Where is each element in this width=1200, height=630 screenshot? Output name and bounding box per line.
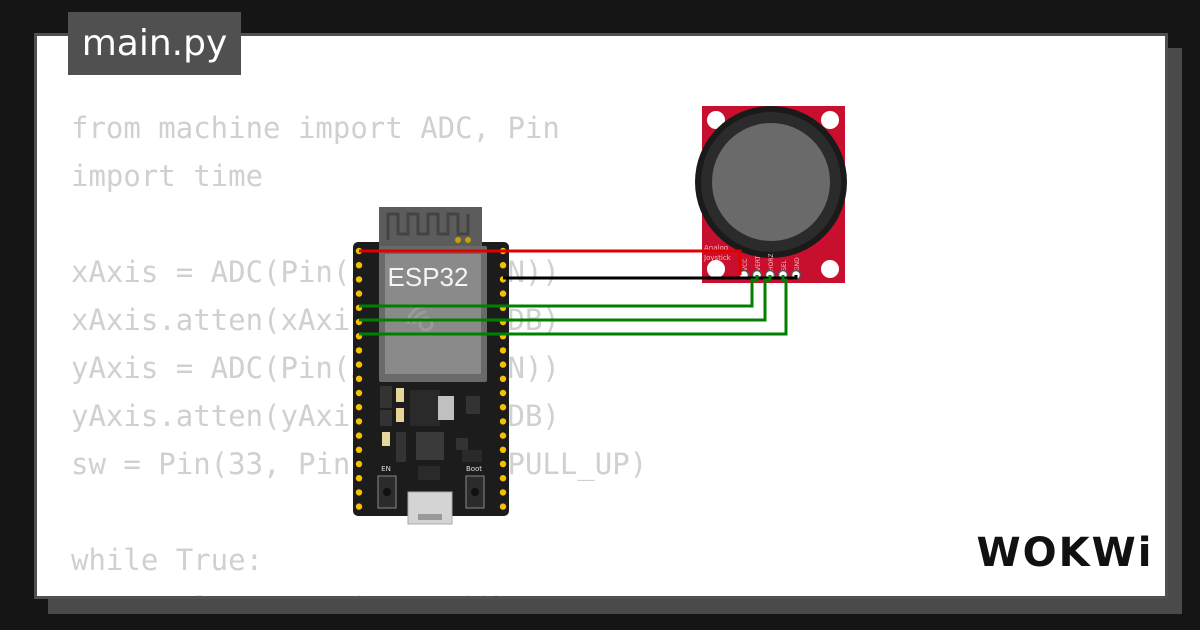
header-pin	[499, 375, 507, 382]
header-pin	[499, 432, 507, 439]
header-pin	[499, 361, 507, 368]
joystick-title-2: Joystick	[703, 254, 732, 262]
joystick-knob[interactable]	[712, 123, 830, 241]
file-tab[interactable]: main.py	[68, 12, 241, 75]
header-pin	[499, 262, 507, 269]
boot-button[interactable]	[465, 475, 485, 509]
header-pin	[355, 347, 363, 354]
wire-gnd	[503, 275, 798, 280]
svg-text:SEL: SEL	[781, 259, 788, 271]
joystick-title-1: Analog	[704, 244, 728, 252]
header-pin	[499, 446, 507, 453]
esp32-label: ESP32	[388, 262, 469, 292]
wires	[359, 249, 798, 336]
en-button[interactable]	[377, 475, 397, 509]
header-pin	[355, 489, 363, 496]
header-pin	[355, 503, 363, 510]
svg-text:HORZ: HORZ	[768, 253, 775, 271]
header-pin	[355, 475, 363, 482]
header-pin	[355, 290, 363, 297]
esp32-board[interactable]: ESP32 EN Boot	[353, 207, 509, 525]
usb-chip	[416, 432, 444, 460]
header-pin	[355, 361, 363, 368]
header-pin	[499, 418, 507, 425]
usb-port	[407, 491, 453, 525]
wire-vcc	[359, 249, 742, 275]
header-pin	[355, 389, 363, 397]
svg-text:VCC: VCC	[742, 259, 749, 271]
joystick-module[interactable]: Analog Joystick VCC VERT HORZ SEL GND	[695, 106, 847, 283]
header-pin	[499, 404, 507, 411]
header-pin	[499, 290, 507, 297]
header-pin	[355, 276, 363, 283]
header-pin	[355, 432, 363, 439]
antenna-trace	[386, 212, 470, 240]
right-pin-header	[499, 247, 507, 510]
header-pin	[499, 489, 507, 496]
header-pin	[499, 475, 507, 482]
preview-card: from machine import ADC, Pin import time x…	[34, 33, 1168, 599]
header-pin	[499, 503, 507, 510]
header-pin	[355, 375, 363, 382]
header-pin	[355, 460, 363, 468]
wokwi-logo: WOKWi	[977, 530, 1154, 576]
wire-sel	[359, 275, 788, 336]
svg-text:GND: GND	[794, 257, 801, 271]
header-pin	[499, 389, 507, 397]
en-label: EN	[381, 465, 391, 473]
wire-horz	[359, 275, 772, 322]
code-line: xValue = xAxis.read()	[71, 584, 647, 596]
header-pin	[355, 262, 363, 269]
code-line: from machine import ADC, Pin	[71, 111, 560, 145]
wokwi-logo-text: WOKWi	[977, 530, 1154, 576]
header-pin	[355, 404, 363, 411]
boot-label: Boot	[466, 465, 482, 473]
code-line: import time	[71, 159, 264, 193]
joystick-pin-labels: VCC VERT HORZ SEL GND	[742, 253, 801, 271]
svg-text:VERT: VERT	[755, 255, 762, 271]
header-pin	[355, 446, 363, 453]
header-pin	[499, 460, 507, 468]
wire-vert	[359, 275, 759, 308]
file-tab-label: main.py	[81, 23, 228, 64]
header-pin	[355, 418, 363, 425]
code-line: while True:	[71, 543, 264, 577]
header-pin	[499, 347, 507, 354]
